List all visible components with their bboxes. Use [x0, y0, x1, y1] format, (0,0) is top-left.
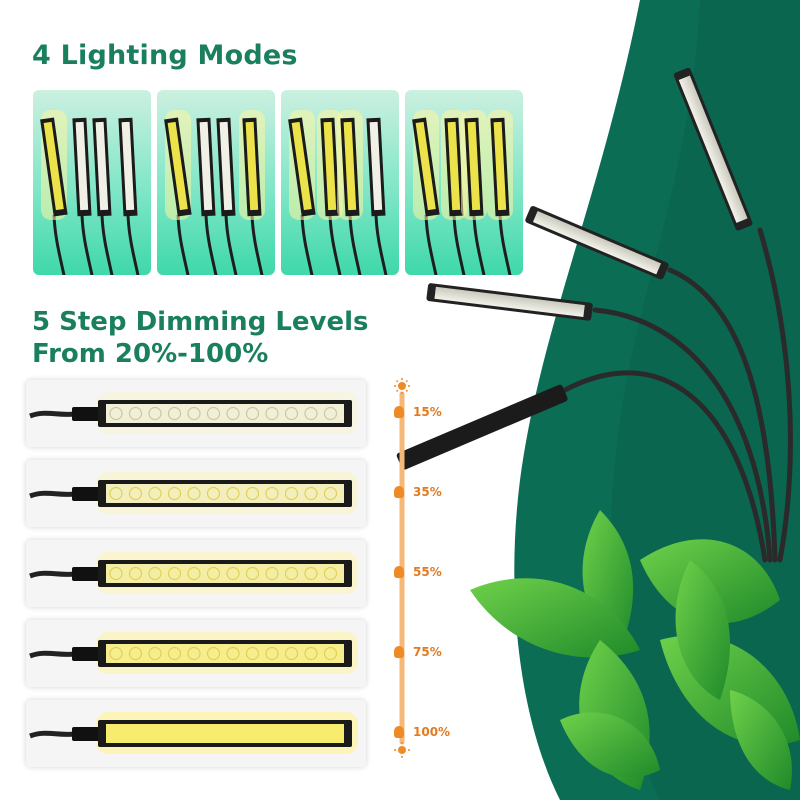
dimming-level-label: 100%: [413, 725, 451, 739]
lamp-bar-off: [196, 117, 218, 275]
sun-icon: [394, 378, 410, 394]
dimming-strip: [26, 620, 366, 687]
lighting-mode-panel: [157, 90, 275, 275]
sun-icon: [394, 742, 410, 758]
lamp-bar-on: [441, 110, 467, 275]
hand-pointer-icon: [394, 646, 404, 658]
lamp-bar-off: [92, 117, 114, 275]
plant-leaves: [470, 510, 800, 790]
lamp-bar-on: [40, 110, 68, 275]
hand-pointer-icon: [394, 566, 404, 578]
dimming-strip: [26, 540, 366, 607]
dimming-strip: [26, 380, 366, 447]
lamp-bar-on: [412, 110, 440, 275]
lamp-head-3: [426, 283, 593, 321]
dimming-title-line1: 5 Step Dimming Levels: [32, 307, 369, 337]
lamp-bar-off: [216, 117, 238, 275]
lamp-head-4: [396, 384, 568, 470]
lamp-bar-on: [461, 110, 487, 275]
hand-pointer-icon: [394, 406, 404, 418]
lamp-bar-on: [164, 110, 192, 275]
dimming-level-label: 75%: [413, 645, 442, 659]
dimming-title-line2: From 20%-100%: [32, 339, 269, 369]
lamp-bar-on: [288, 110, 316, 275]
dimming-level-label: 15%: [413, 405, 442, 419]
lighting-mode-panel: [405, 90, 523, 275]
lamp-bar-on: [487, 110, 513, 275]
lamp-head-2: [525, 206, 669, 280]
lighting-mode-panel: [33, 90, 151, 275]
dimming-title: 5 Step Dimming Levels From 20%-100%: [32, 306, 369, 370]
lamp-bar-off: [366, 117, 388, 275]
dimming-level-label: 35%: [413, 485, 442, 499]
hand-pointer-icon: [394, 726, 404, 738]
dimming-strip: [26, 700, 366, 767]
lamp-bar-on: [239, 110, 265, 275]
lamp-bar-on: [317, 110, 343, 275]
lamp-head-1: [673, 67, 753, 231]
lighting-modes-title: 4 Lighting Modes: [32, 40, 298, 71]
lamp-bar-off: [118, 117, 140, 275]
lamp-bar-off: [72, 117, 94, 275]
lighting-mode-panel: [281, 90, 399, 275]
lamp-bar-on: [337, 110, 363, 275]
dimming-level-label: 55%: [413, 565, 442, 579]
dimming-strip: [26, 460, 366, 527]
hand-pointer-icon: [394, 486, 404, 498]
